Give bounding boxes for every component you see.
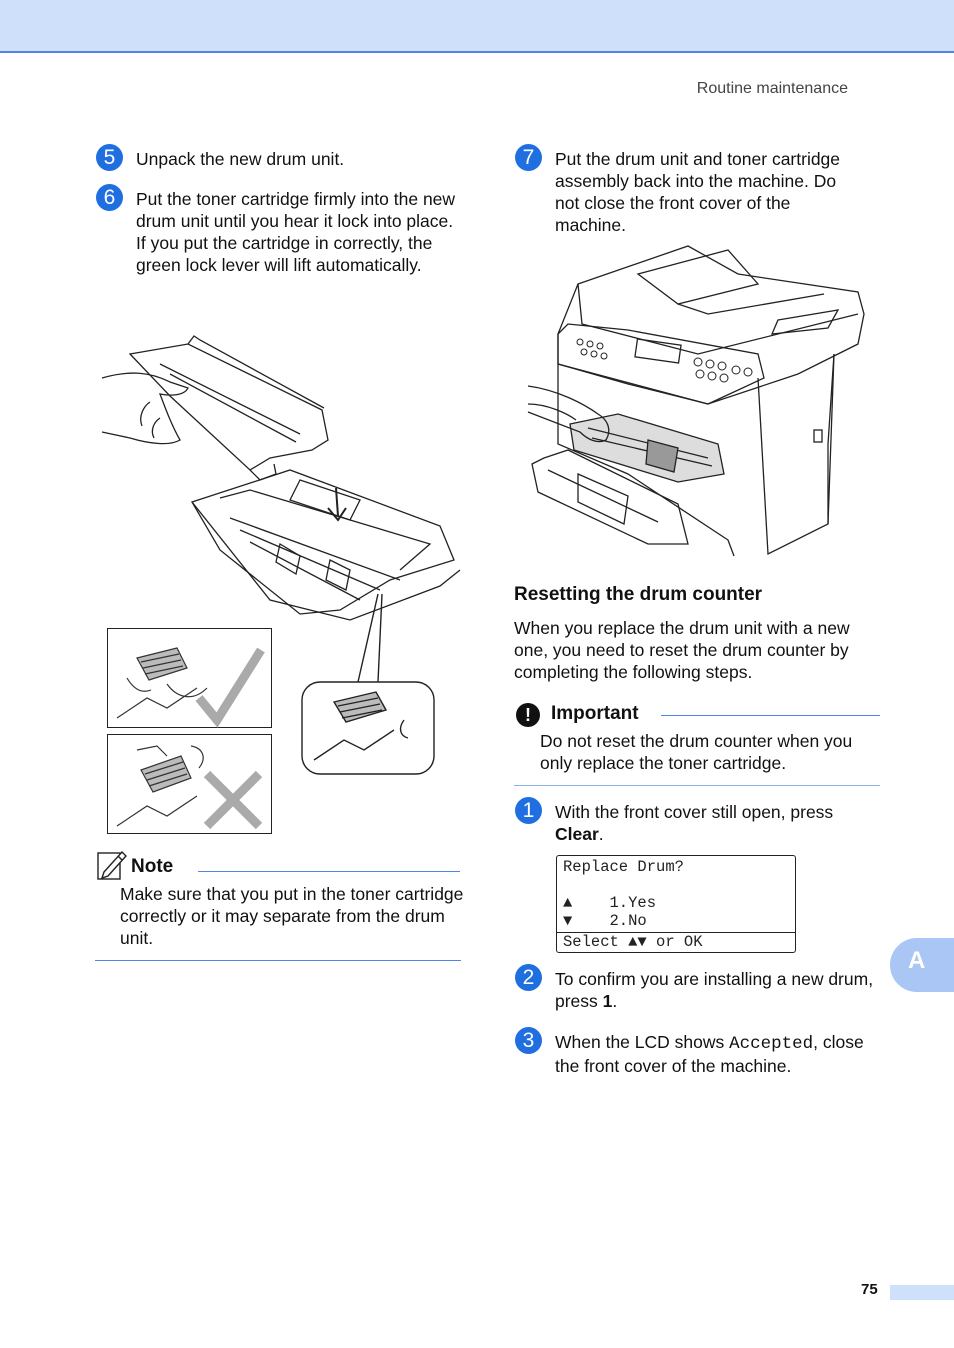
important-title: Important	[551, 703, 639, 724]
step-6-badge: 6	[96, 184, 123, 211]
lcd-line-3: ▼ 2.No	[563, 912, 647, 930]
step-6-text: Put the toner cartridge firmly into the …	[136, 189, 456, 275]
lcd-display: Replace Drum? ▲ 1.Yes ▼ 2.No Select ▲▼ o…	[556, 855, 796, 953]
appendix-tab: A	[890, 938, 954, 992]
important-bottom-rule	[514, 785, 880, 786]
note-pencil-icon	[97, 850, 127, 880]
important-icon: !	[516, 703, 540, 727]
substep-3-badge: 3	[515, 1027, 542, 1054]
substep-1-text: With the front cover still open, press C…	[555, 802, 834, 844]
page-number-tab	[890, 1285, 954, 1300]
lcd-line-2: ▲ 1.Yes	[563, 894, 657, 912]
cross-icon	[203, 770, 263, 830]
substep-2-badge: 2	[515, 964, 542, 991]
toner-drum-illustration	[101, 335, 461, 621]
step-5-text: Unpack the new drum unit.	[136, 149, 345, 169]
correct-lever-panel	[107, 628, 272, 728]
substep-1-badge: 1	[515, 797, 542, 824]
note-top-rule	[198, 871, 460, 872]
lever-zoom-callout	[301, 593, 435, 775]
important-text: Do not reset the drum counter when you o…	[540, 731, 853, 773]
checkmark-icon	[195, 647, 265, 728]
incorrect-lever-illustration	[116, 745, 263, 830]
machine-illustration	[527, 245, 865, 557]
lcd-line-1: Replace Drum?	[563, 858, 684, 876]
note-bottom-rule	[95, 960, 461, 961]
note-title: Note	[131, 856, 174, 877]
appendix-tab-label: A	[908, 947, 926, 974]
correct-lever-illustration	[116, 647, 265, 728]
section-body: When you replace the drum unit with a ne…	[514, 618, 850, 682]
step-7-text: Put the drum unit and toner cartridge as…	[555, 149, 841, 235]
header-band	[0, 0, 954, 53]
note-text: Make sure that you put in the toner cart…	[120, 884, 464, 948]
substep-3-text: When the LCD shows Accepted, close the f…	[555, 1032, 864, 1076]
lcd-select-bar: Select ▲▼ or OK	[557, 932, 795, 952]
header-title: Routine maintenance	[696, 80, 848, 97]
page-number: 75	[861, 1281, 878, 1298]
incorrect-lever-panel	[107, 734, 272, 834]
lcd-line-4: Select ▲▼ or OK	[563, 933, 703, 951]
step-5-badge: 5	[96, 144, 123, 171]
important-top-rule	[661, 715, 880, 716]
section-heading: Resetting the drum counter	[514, 584, 763, 605]
substep-2-text: To confirm you are installing a new drum…	[555, 969, 874, 1011]
step-7-badge: 7	[515, 144, 542, 171]
